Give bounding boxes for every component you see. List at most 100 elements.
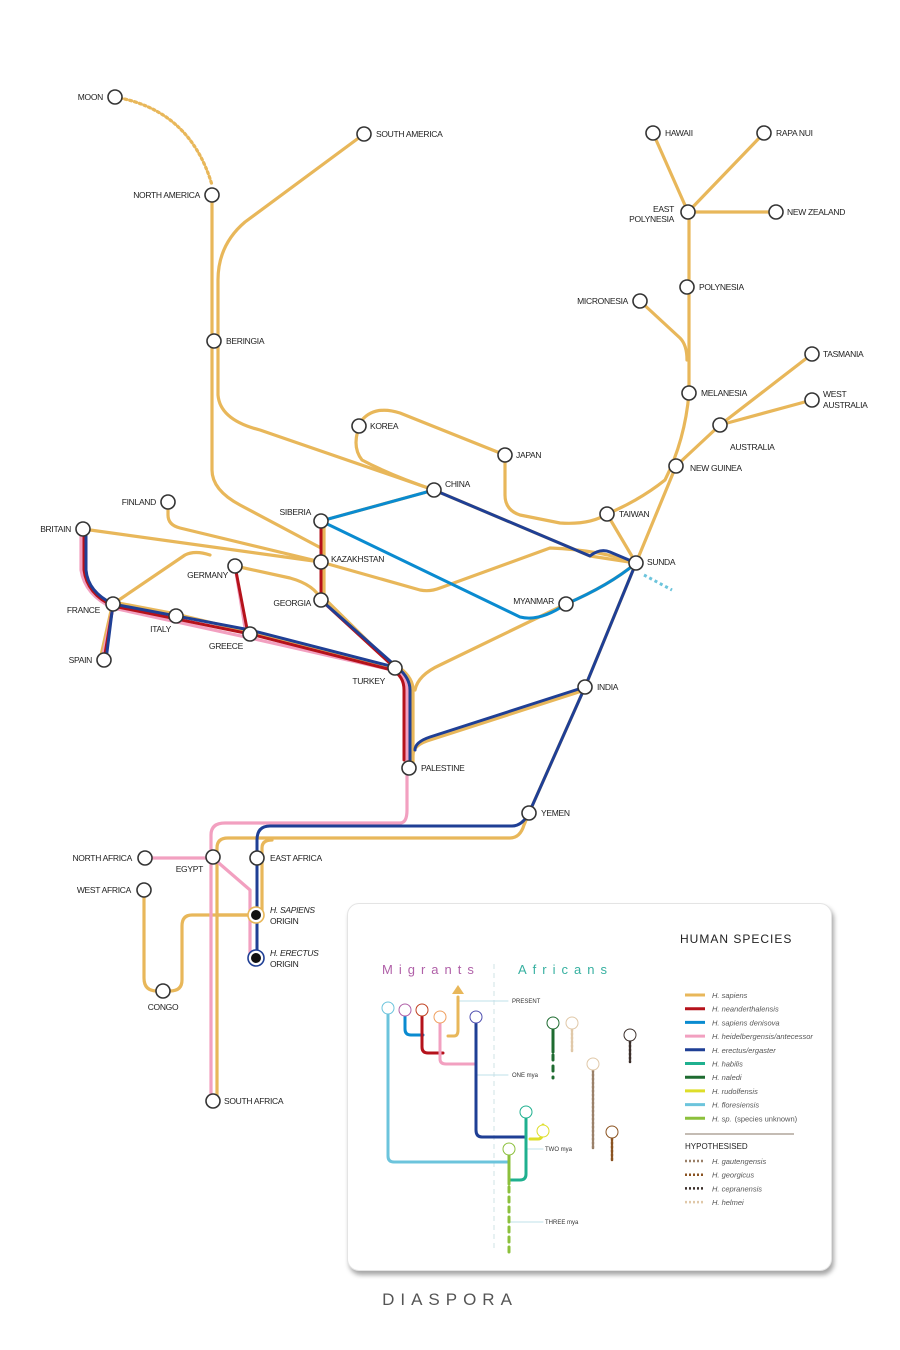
station-label: SOUTH AFRICA	[224, 1096, 284, 1106]
station-marker[interactable]	[356, 126, 372, 142]
station-marker[interactable]	[679, 279, 695, 295]
station-marker[interactable]	[577, 679, 593, 695]
station-marker[interactable]	[680, 204, 696, 220]
station-marker[interactable]	[497, 447, 513, 463]
station-marker[interactable]	[75, 521, 91, 537]
station-south-africa[interactable]: SOUTH AFRICA	[205, 1093, 284, 1109]
station-egypt[interactable]: EGYPT	[176, 849, 221, 874]
legend-label: H. rudolfensis	[712, 1087, 758, 1096]
station-korea[interactable]: KOREA	[351, 418, 399, 434]
station-marker[interactable]	[206, 333, 222, 349]
station-marker[interactable]	[521, 805, 537, 821]
station-yemen[interactable]: YEMEN	[521, 805, 570, 821]
station-marker[interactable]	[668, 458, 684, 474]
station-marker[interactable]	[313, 592, 329, 608]
station-france[interactable]: FRANCE	[67, 596, 121, 615]
station-melanesia[interactable]: MELANESIA	[681, 385, 748, 401]
station-marker[interactable]	[205, 849, 221, 865]
station-georgia[interactable]: GEORGIA	[273, 592, 329, 608]
station-label: GEORGIA	[273, 598, 311, 608]
station-myanmar[interactable]: MYANMAR	[513, 596, 574, 612]
station-label: GERMANY	[187, 570, 229, 580]
station-label: FRANCE	[67, 605, 101, 615]
station-label: BERINGIA	[226, 336, 265, 346]
station-marker[interactable]	[107, 89, 123, 105]
station-marker[interactable]	[160, 494, 176, 510]
station-polynesia[interactable]: POLYNESIA	[679, 279, 745, 295]
station-marker[interactable]	[632, 293, 648, 309]
station-west-africa[interactable]: WEST AFRICA	[77, 882, 152, 898]
station-marker[interactable]	[205, 1093, 221, 1109]
station-india[interactable]: INDIA	[577, 679, 619, 695]
station-marker[interactable]	[242, 626, 258, 642]
station-new-guinea[interactable]: NEW GUINEA	[668, 458, 743, 474]
legend-label: H. sp.(species unknown)	[712, 1114, 798, 1123]
legend-label: H. floresiensis	[712, 1101, 759, 1110]
station-marker[interactable]	[351, 418, 367, 434]
station-kazakhstan[interactable]: KAZAKHSTAN	[313, 554, 385, 570]
station-marker[interactable]	[681, 385, 697, 401]
station-marker[interactable]	[768, 204, 784, 220]
hypothesised-title: HYPOTHESISED	[685, 1142, 748, 1151]
station-marker[interactable]	[137, 850, 153, 866]
station-marker[interactable]	[426, 482, 442, 498]
station-beringia[interactable]: BERINGIA	[206, 333, 265, 349]
station-marker[interactable]	[204, 187, 220, 203]
station-east-africa[interactable]: EAST AFRICA	[249, 850, 323, 866]
station-japan[interactable]: JAPAN	[497, 447, 542, 463]
station-rapa-nui[interactable]: RAPA NUI	[756, 125, 813, 141]
station-congo[interactable]: CONGO	[148, 983, 179, 1012]
station-marker[interactable]	[387, 660, 403, 676]
station-marker[interactable]	[155, 983, 171, 999]
station-marker[interactable]	[136, 882, 152, 898]
station-greece[interactable]: GREECE	[209, 626, 258, 651]
station-marker[interactable]	[168, 608, 184, 624]
station-south-america[interactable]: SOUTH AMERICA	[356, 126, 443, 142]
station-moon[interactable]: MOON	[78, 89, 123, 105]
station-north-america[interactable]: NORTH AMERICA	[133, 187, 220, 203]
station-marker[interactable]	[313, 554, 329, 570]
one-mya-label: ONE mya	[512, 1073, 539, 1079]
station-marker[interactable]	[628, 555, 644, 571]
station-marker[interactable]	[96, 652, 112, 668]
station-marker[interactable]	[804, 392, 820, 408]
station-italy[interactable]: ITALY	[150, 608, 184, 634]
station-hawaii[interactable]: HAWAII	[645, 125, 693, 141]
station-marker[interactable]	[249, 850, 265, 866]
station-marker[interactable]	[313, 513, 329, 529]
station-taiwan[interactable]: TAIWAN	[599, 506, 650, 522]
station-germany[interactable]: GERMANY	[187, 558, 243, 580]
station-tasmania[interactable]: TASMANIA	[804, 346, 864, 362]
dotted-route	[643, 573, 673, 592]
station-micronesia[interactable]: MICRONESIA	[577, 293, 648, 309]
station-marker[interactable]	[645, 125, 661, 141]
station-china[interactable]: CHINA	[426, 479, 471, 498]
station-marker[interactable]	[558, 596, 574, 612]
station-marker[interactable]	[599, 506, 615, 522]
station-marker[interactable]	[227, 558, 243, 574]
station-palestine[interactable]: PALESTINE	[401, 760, 465, 776]
station-marker[interactable]	[804, 346, 820, 362]
migrants-label: Migrants	[382, 962, 480, 977]
station-marker[interactable]	[401, 760, 417, 776]
station-siberia[interactable]: SIBERIA	[280, 507, 329, 529]
station-marker[interactable]	[756, 125, 772, 141]
station-north-africa[interactable]: NORTH AFRICA	[72, 850, 153, 866]
station-spain[interactable]: SPAIN	[69, 652, 112, 668]
three-mya-label: THREE mya	[545, 1220, 579, 1226]
station-north-australia[interactable]: AUSTRALIA	[712, 417, 775, 452]
station-turkey[interactable]: TURKEY	[352, 660, 403, 686]
station-marker[interactable]	[105, 596, 121, 612]
legend-item: H. floresiensis	[685, 1101, 759, 1110]
tree-branches	[386, 985, 632, 1256]
origin-dot	[251, 953, 261, 963]
station-marker[interactable]	[712, 417, 728, 433]
station-finland[interactable]: FINLAND	[122, 494, 176, 510]
station-new-zealand[interactable]: NEW ZEALAND	[768, 204, 846, 220]
station-sunda[interactable]: SUNDA	[628, 555, 676, 571]
station-britain[interactable]: BRITAIN	[40, 521, 91, 537]
